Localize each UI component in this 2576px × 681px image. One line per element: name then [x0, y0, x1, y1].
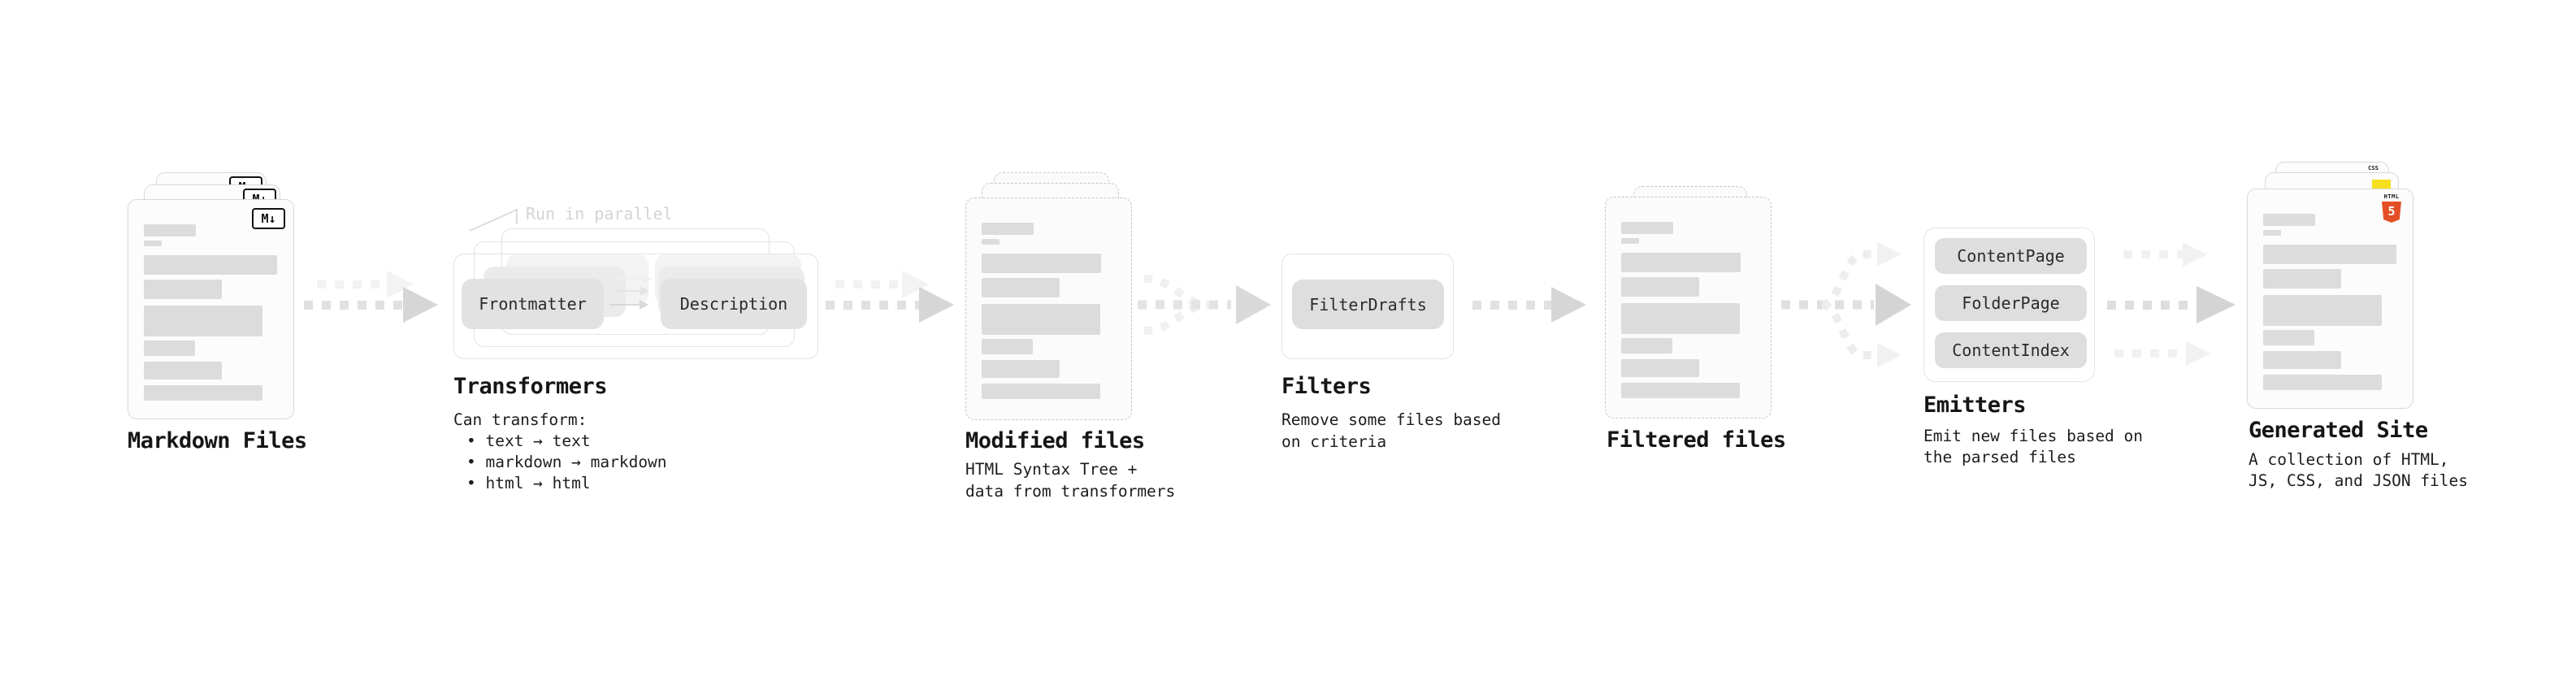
document-text-bars — [982, 223, 1101, 399]
filtered-file-card-front — [1605, 197, 1772, 419]
flow-arrow-light — [2114, 341, 2210, 366]
emitter-pill-contentindex: ContentIndex — [1935, 332, 2087, 368]
mini-arrow-icon — [617, 274, 652, 284]
emitter-pill-contentpage: ContentPage — [1935, 238, 2087, 274]
flow-arrow-emitters-to-site — [2107, 286, 2236, 323]
filter-pill-filterdrafts: FilterDrafts — [1292, 280, 1444, 329]
document-text-bars — [144, 224, 277, 401]
js-icon — [2372, 180, 2391, 189]
emitters-title: Emitters — [1923, 393, 2027, 418]
run-in-parallel-annotation: Run in parallel — [526, 204, 673, 223]
modified-file-card-front — [965, 197, 1132, 420]
fork-arrow — [1781, 242, 1911, 367]
emitter-pill-folderpage: FolderPage — [1935, 285, 2087, 321]
annotation-leader-line — [469, 208, 518, 232]
emitters-description: Emit new files based on the parsed files — [1923, 427, 2144, 466]
transformers-title: Transformers — [453, 374, 608, 399]
flow-arrow-transformers-to-modified — [826, 287, 954, 323]
mini-arrow-icon — [616, 286, 649, 296]
modified-files-description: HTML Syntax Tree + data from transformer… — [965, 460, 1176, 501]
filtered-files-title: Filtered files — [1607, 427, 1786, 453]
markdown-file-card-front: M↓ — [128, 199, 294, 419]
transformer-pill-frontmatter: Frontmatter — [462, 279, 604, 329]
markdown-icon: M↓ — [252, 208, 285, 229]
generated-site-title: Generated Site — [2249, 418, 2428, 443]
merge-arrow — [1138, 275, 1271, 335]
transformer-pill-description: Description — [661, 279, 807, 329]
site-file-card-html: HTML 5 — [2247, 189, 2413, 409]
document-text-bars — [1621, 222, 1741, 398]
mini-arrow-icon — [609, 300, 648, 310]
html5-icon: HTML 5 — [2381, 193, 2402, 223]
transformers-description: Can transform: • text → text • markdown … — [453, 410, 667, 492]
markdown-files-title: Markdown Files — [128, 428, 307, 453]
flow-arrow-filters-to-filtered — [1472, 287, 1586, 323]
flow-arrow-light — [2123, 242, 2207, 267]
modified-files-title: Modified files — [965, 428, 1145, 453]
generated-site-description: A collection of HTML, JS, CSS, and JSON … — [2249, 450, 2469, 490]
filters-title: Filters — [1281, 374, 1372, 399]
transformers-box-front — [453, 254, 818, 359]
document-text-bars — [2263, 214, 2396, 390]
flow-arrow-markdown-to-transformers — [304, 287, 438, 323]
filters-description: Remove some files based on criteria — [1281, 410, 1502, 451]
